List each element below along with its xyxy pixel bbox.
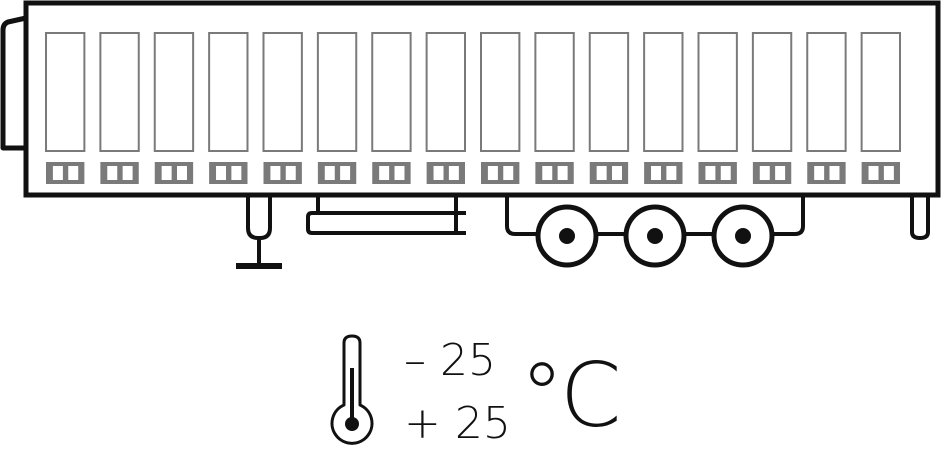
panel-3 (153, 32, 195, 184)
panel-2 (99, 32, 140, 184)
temperature-min-label: – 25 (404, 335, 496, 386)
panel-4 (208, 32, 249, 184)
panel-15 (806, 32, 847, 184)
panel-16 (860, 32, 901, 184)
rear-bumper (910, 197, 930, 241)
temperature-max-label: + 25 (404, 398, 511, 449)
panel-6 (316, 32, 358, 184)
panel-5 (262, 32, 303, 184)
panel-13 (697, 32, 738, 184)
wheel-3 (711, 204, 775, 268)
wheel-1 (535, 204, 599, 268)
panel-7 (371, 32, 412, 184)
side-rail (306, 197, 466, 235)
panel-11 (588, 32, 630, 184)
trailer-front-edge (0, 15, 27, 151)
panel-10 (534, 32, 575, 184)
trailer-side-panels (45, 32, 901, 184)
wheel-2 (623, 204, 687, 268)
panel-14 (751, 32, 793, 184)
panel-8 (425, 32, 466, 184)
panel-12 (643, 32, 684, 184)
trailer-wheels (535, 204, 775, 268)
temperature-unit-label: °C (520, 344, 621, 447)
panel-1 (45, 32, 86, 184)
thermometer-icon (330, 334, 374, 445)
panel-9 (480, 32, 521, 184)
landing-gear (236, 197, 282, 269)
